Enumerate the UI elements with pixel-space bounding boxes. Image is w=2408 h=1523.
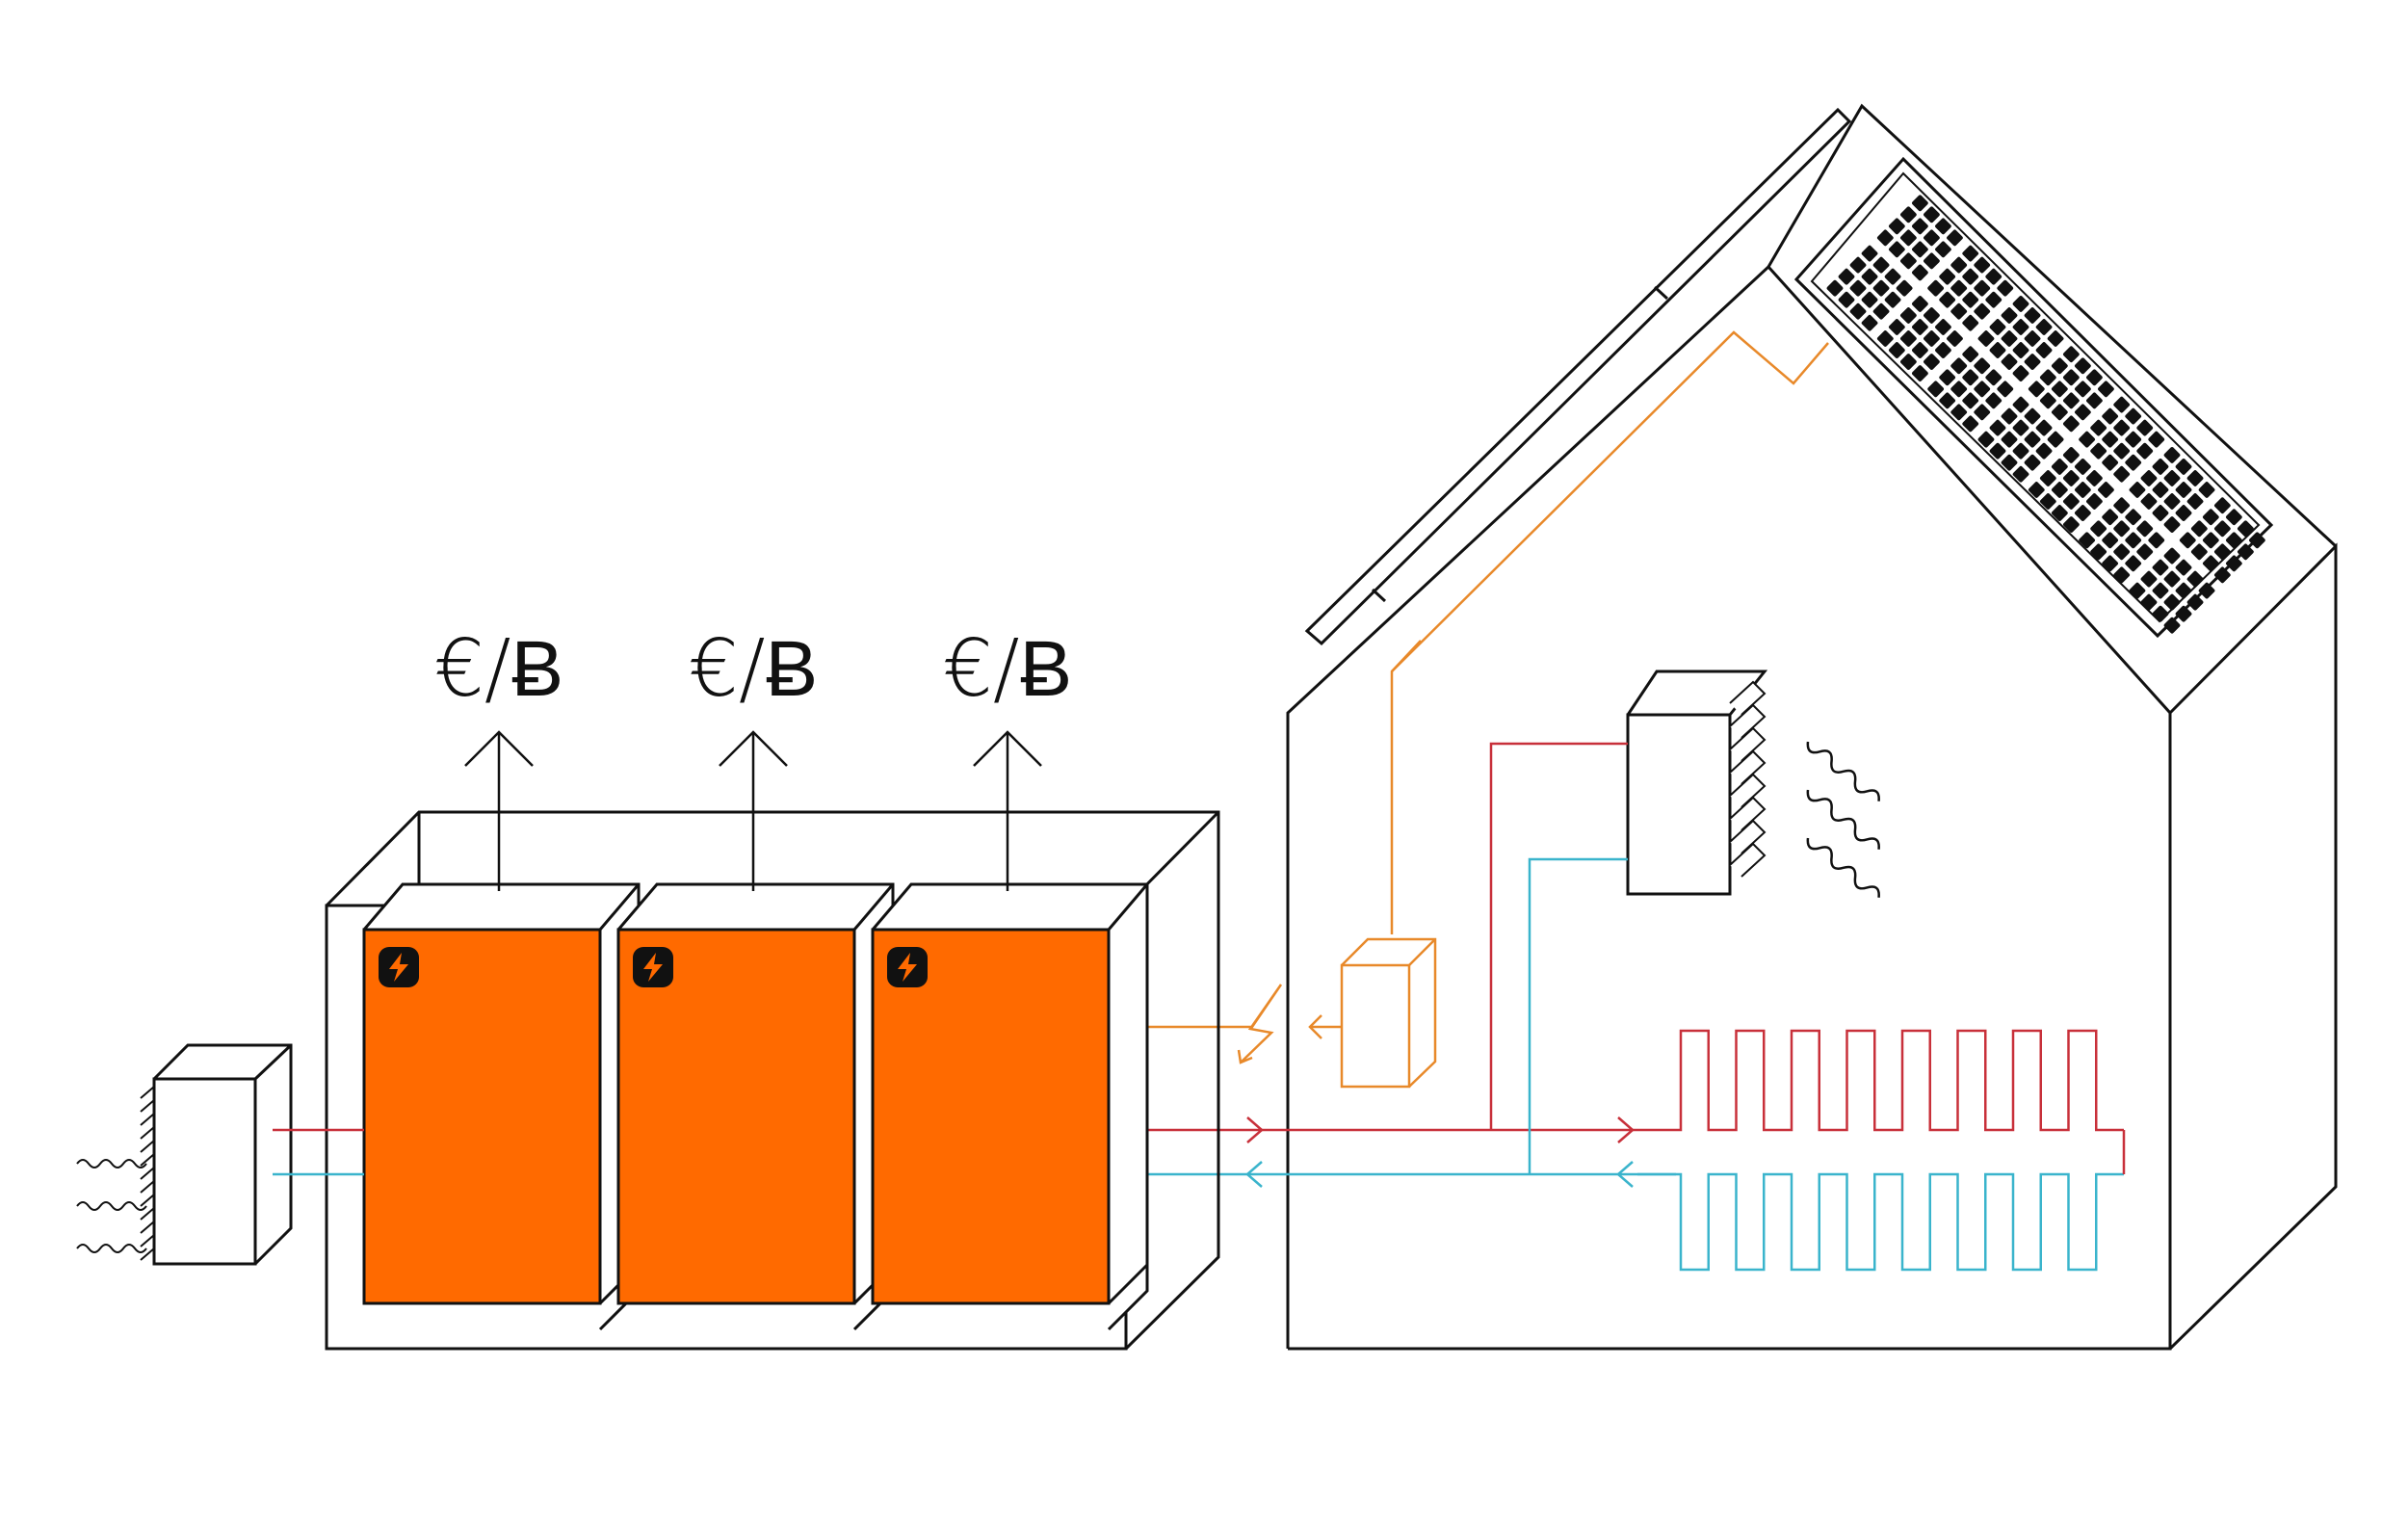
lightning-bolt-icon <box>633 947 673 987</box>
radiator <box>1626 670 1768 896</box>
solar-panel <box>1793 156 2274 639</box>
power-line <box>1390 330 1829 934</box>
heat-wave-icon <box>1806 741 1880 898</box>
underfloor-heating-cold <box>1637 1172 2124 1272</box>
underfloor-heating-hot <box>1637 1029 2124 1132</box>
lightning-bolt-icon <box>379 947 419 987</box>
miners: €/Ƀ €/Ƀ €/Ƀ <box>362 623 1149 1331</box>
house-roof <box>1767 103 2338 548</box>
outdoor-unit-fins <box>140 1079 155 1264</box>
currency-label: €/Ƀ <box>943 623 1073 715</box>
power-feed-line <box>1146 984 1342 1064</box>
house-side-wall <box>2168 542 2338 1351</box>
hot-water-pipe <box>1146 742 2124 1143</box>
miner-unit: €/Ƀ <box>362 623 641 1331</box>
inverter-box <box>1340 937 1437 1089</box>
miner-unit: €/Ƀ <box>871 623 1149 1331</box>
currency-label: €/Ƀ <box>689 623 819 715</box>
miner-unit: €/Ƀ <box>616 623 895 1331</box>
cold-air-wave-icon <box>76 1159 147 1253</box>
radiator-fins <box>1729 680 1767 878</box>
outdoor-unit <box>152 1043 293 1266</box>
miner-front <box>871 928 1111 1305</box>
currency-label: €/Ƀ <box>434 623 564 715</box>
solar-cells <box>1826 195 2265 634</box>
cold-water-pipe <box>1146 857 2124 1272</box>
house-front-wall <box>1286 264 2172 1351</box>
lightning-bolt-icon <box>887 947 928 987</box>
house <box>1286 103 2338 1351</box>
roof-rail <box>1304 107 1852 646</box>
solar-panel-frame <box>1793 156 2274 639</box>
miner-front <box>616 928 856 1305</box>
